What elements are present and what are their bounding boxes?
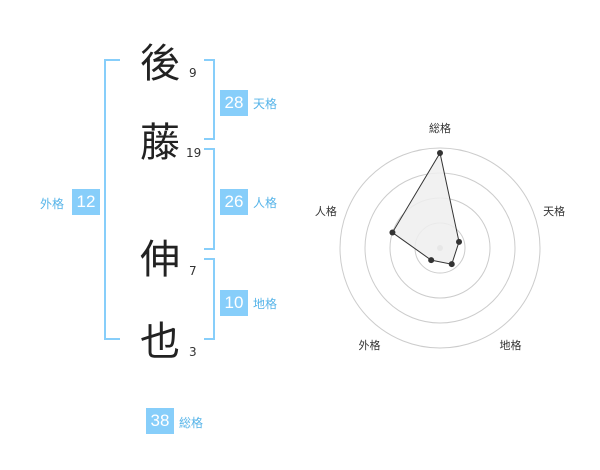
radar-point-5 xyxy=(389,229,396,236)
gaikaku-bracket-side xyxy=(104,59,106,340)
radar-polygon xyxy=(391,151,460,265)
radar-axis-label-1: 総格 xyxy=(429,121,451,135)
chikaku-bracket-bottom xyxy=(204,338,215,340)
radar-axis-label-4: 外格 xyxy=(358,338,380,352)
stroke-count-1: 9 xyxy=(189,66,197,80)
stroke-count-4: 3 xyxy=(189,345,197,359)
jinkaku-bracket-top xyxy=(204,148,215,150)
radar-point-1 xyxy=(437,150,443,156)
chikaku-label: 地格 xyxy=(253,297,278,311)
radar-ring-4 xyxy=(339,147,541,349)
gaikaku-label: 外格 xyxy=(40,197,65,211)
radar-point-3 xyxy=(448,261,455,268)
jinkaku-value: 26 xyxy=(220,189,248,215)
radar-axis-label-5: 人格 xyxy=(315,204,337,218)
name-char-1: 後 xyxy=(140,41,180,87)
tenkaku-bracket-side xyxy=(213,59,215,140)
gaikaku-bracket-bottom xyxy=(104,338,120,340)
radar-point-4 xyxy=(428,257,435,264)
tenkaku-bracket-bottom xyxy=(204,138,215,140)
tenkaku-value: 28 xyxy=(220,90,248,116)
soukaku-value: 38 xyxy=(146,408,174,434)
gaikaku-value: 12 xyxy=(72,189,100,215)
chikaku-value: 10 xyxy=(220,290,248,316)
chikaku-bracket-top xyxy=(204,258,215,260)
name-char-3: 伸 xyxy=(140,237,180,283)
gaikaku-bracket-top xyxy=(104,59,120,61)
stroke-count-3: 7 xyxy=(189,264,197,278)
soukaku-label: 総格 xyxy=(179,416,204,430)
tenkaku-bracket-top xyxy=(204,59,215,61)
chikaku-bracket-side xyxy=(213,258,215,340)
radar-point-2 xyxy=(456,238,463,245)
name-char-2: 藤 xyxy=(140,120,180,166)
radar-axis-label-2: 天格 xyxy=(543,204,565,218)
stroke-count-2: 19 xyxy=(186,146,202,160)
jinkaku-label: 人格 xyxy=(253,196,278,210)
jinkaku-bracket-side xyxy=(213,148,215,250)
jinkaku-bracket-bottom xyxy=(204,248,215,250)
name-char-4: 也 xyxy=(140,319,180,365)
radar-axis-label-3: 地格 xyxy=(500,338,522,352)
tenkaku-label: 天格 xyxy=(253,97,278,111)
